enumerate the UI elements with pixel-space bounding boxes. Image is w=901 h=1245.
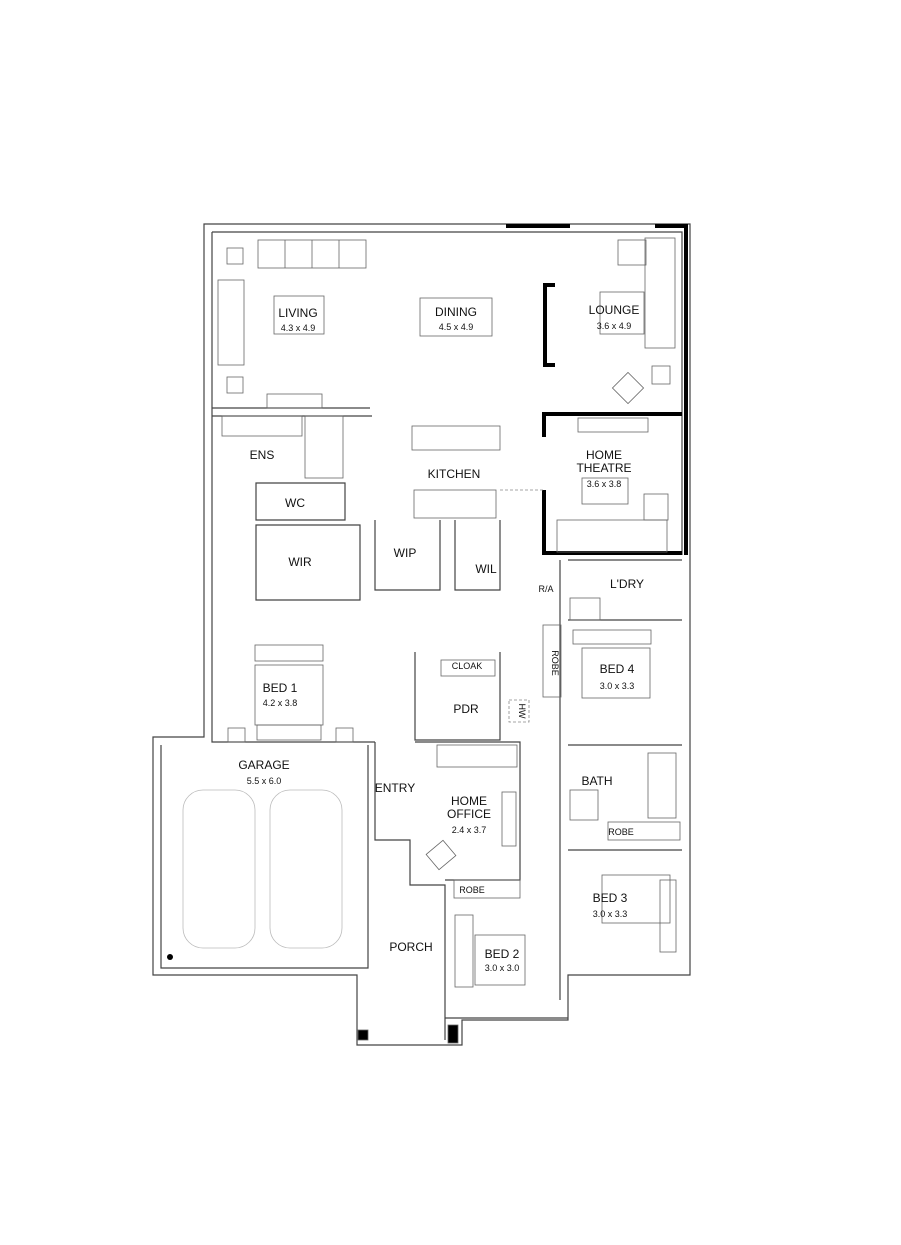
entry-label: ENTRY bbox=[375, 781, 415, 795]
robe-bed2-label: ROBE bbox=[459, 885, 485, 895]
garage-label: GARAGE bbox=[238, 758, 289, 772]
lounge-size: 3.6 x 4.9 bbox=[597, 321, 632, 331]
laundry-label: L'DRY bbox=[610, 577, 644, 591]
wil-label: WIL bbox=[475, 562, 497, 576]
wc-label: WC bbox=[285, 496, 305, 510]
bed1-label: BED 1 bbox=[263, 681, 298, 695]
porch-label: PORCH bbox=[389, 940, 432, 954]
bed2-label: BED 2 bbox=[485, 947, 520, 961]
living-label: LIVING bbox=[278, 306, 317, 320]
bed3-label: BED 3 bbox=[593, 891, 628, 905]
cloak-label: CLOAK bbox=[452, 661, 483, 671]
garage-size: 5.5 x 6.0 bbox=[247, 776, 282, 786]
lounge-label: LOUNGE bbox=[589, 303, 640, 317]
bed1-size: 4.2 x 3.8 bbox=[263, 698, 298, 708]
kitchen-label: KITCHEN bbox=[428, 467, 481, 481]
ra-label: R/A bbox=[538, 584, 553, 594]
robe-bed3-label: ROBE bbox=[608, 827, 634, 837]
hw-label: HW bbox=[517, 704, 527, 719]
wir-label: WIR bbox=[288, 555, 312, 569]
home-office-label-1: HOME bbox=[451, 794, 487, 808]
furniture bbox=[167, 237, 681, 1044]
home-theatre-label-2: THEATRE bbox=[576, 461, 631, 475]
dining-size: 4.5 x 4.9 bbox=[439, 322, 474, 332]
dining-label: DINING bbox=[435, 305, 477, 319]
ens-label: ENS bbox=[250, 448, 275, 462]
bath-label: BATH bbox=[581, 774, 612, 788]
bed4-size: 3.0 x 3.3 bbox=[600, 681, 635, 691]
pdr-label: PDR bbox=[453, 702, 479, 716]
bed2-size: 3.0 x 3.0 bbox=[485, 963, 520, 973]
robe-bed4-label: ROBE bbox=[550, 650, 560, 676]
bed4-label: BED 4 bbox=[600, 662, 635, 676]
bed3-size: 3.0 x 3.3 bbox=[593, 909, 628, 919]
home-theatre-label-1: HOME bbox=[586, 448, 622, 462]
walls bbox=[152, 223, 691, 1046]
home-office-size: 2.4 x 3.7 bbox=[452, 825, 487, 835]
home-office-label-2: OFFICE bbox=[447, 807, 491, 821]
home-theatre-size: 3.6 x 3.8 bbox=[587, 479, 622, 489]
feature-walls bbox=[506, 224, 688, 555]
wip-label: WIP bbox=[394, 546, 417, 560]
living-size: 4.3 x 4.9 bbox=[281, 323, 316, 333]
